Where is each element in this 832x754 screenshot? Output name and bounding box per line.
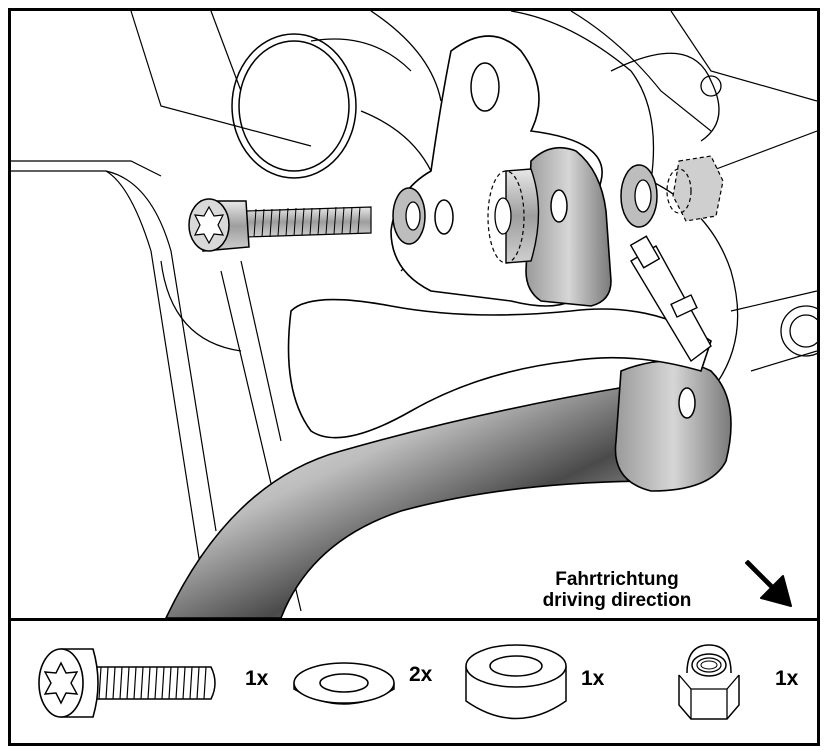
screw-quantity: 1x: [245, 667, 269, 690]
spacer-sleeve-illustration: [487, 168, 540, 264]
divider: [11, 618, 817, 621]
assembly-drawing: [11, 11, 817, 618]
spacer-sleeve-icon: [465, 644, 567, 720]
lock-nut-illustration: [666, 155, 724, 222]
spacer-sleeve-quantity: 1x: [581, 667, 605, 690]
assembly-illustration: Fahrtrichtung driving direction: [11, 11, 817, 618]
direction-label-english: driving direction: [542, 590, 692, 611]
hose-strap: [287, 298, 712, 439]
lower-bracket: [614, 360, 732, 492]
washer-right: [620, 164, 658, 228]
figure-frame: Fahrtrichtung driving direction 1x: [8, 8, 820, 746]
upper-bracket: [525, 146, 612, 307]
frame-port: [231, 33, 357, 179]
plate-hole: [470, 62, 500, 112]
washer-left: [392, 187, 426, 245]
cable-tie: [629, 235, 712, 363]
direction-arrow-icon: [745, 560, 792, 607]
lock-nut-icon: [678, 644, 740, 720]
washer-icon: [293, 662, 395, 705]
direction-label-german: Fahrtrichtung: [555, 569, 679, 590]
washer-quantity: 2x: [409, 663, 433, 686]
lock-nut-quantity: 1x: [775, 667, 799, 690]
torx-screw-icon: [38, 648, 216, 718]
parts-list: 1x 2x 1x 1x: [11, 621, 817, 743]
mounting-screw: [188, 198, 372, 252]
driving-direction-label: Fahrtrichtung driving direction: [517, 569, 717, 611]
